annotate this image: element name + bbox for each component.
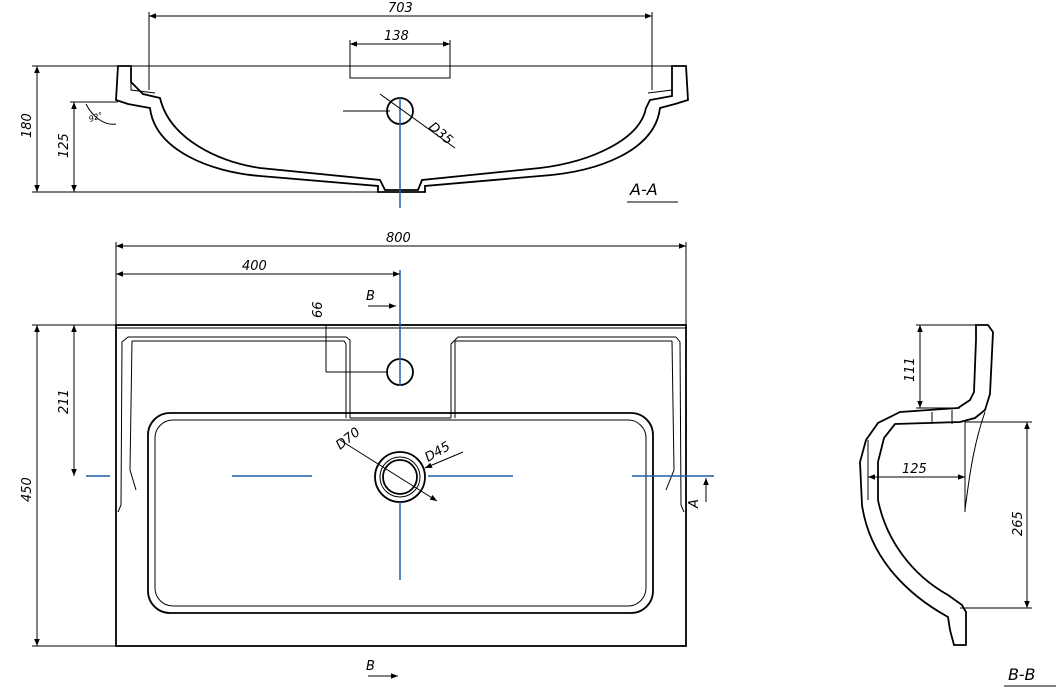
plan-view: D70 D45 800 400 66 450 211 B B A xyxy=(20,231,714,679)
dim-angle: 92° xyxy=(88,111,104,124)
dim-450: 450 xyxy=(20,477,35,502)
dim-d45: D45 xyxy=(423,439,454,465)
label-bb: B-B xyxy=(1008,665,1035,684)
cut-mark-b-bottom: B xyxy=(366,659,375,674)
dim-d70: D70 xyxy=(333,425,363,453)
dim-d35: D35 xyxy=(425,120,455,149)
label-aa: A-A xyxy=(629,180,658,199)
dim-66: 66 xyxy=(311,301,326,318)
dim-138: 138 xyxy=(384,29,409,44)
dim-400: 400 xyxy=(242,259,267,274)
cut-mark-b-top: B xyxy=(366,289,375,304)
dim-703: 703 xyxy=(388,1,413,16)
dim-211: 211 xyxy=(57,389,72,414)
section-bb-profile xyxy=(859,324,994,646)
section-aa-profile xyxy=(115,65,689,193)
dim-125-aa: 125 xyxy=(57,133,72,158)
plan-bowl xyxy=(147,412,654,614)
plan-drain xyxy=(382,459,418,495)
dim-111: 111 xyxy=(903,357,918,382)
dim-800: 800 xyxy=(386,231,411,246)
section-bb-view: 111 125 265 B-B xyxy=(859,324,1056,687)
dim-180: 180 xyxy=(20,113,35,138)
dim-125-bb: 125 xyxy=(902,462,927,477)
dim-265: 265 xyxy=(1011,511,1026,536)
section-aa-view: D35 703 138 180 125 92° A-A xyxy=(20,1,689,208)
plan-outline xyxy=(115,324,687,647)
cut-mark-a-right: A xyxy=(687,499,702,509)
